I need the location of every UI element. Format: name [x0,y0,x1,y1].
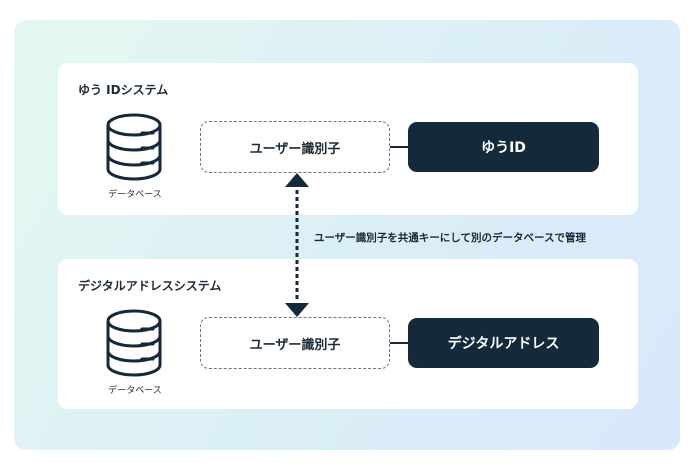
user-identifier-box: ユーザー識別子 [200,121,390,173]
digital-address-system-panel: デジタルアドレスシステム データベース ユーザー識別子 デジタルアドレス [58,259,638,409]
database-icon [106,113,162,181]
digital-address-box: デジタルアドレス [408,318,599,368]
yu-id-box: ゆうID [408,122,599,172]
connector-line [390,342,408,344]
connector-line [390,146,408,148]
database-label: データベース [108,190,162,200]
database-icon [106,309,162,377]
double-arrow-icon [285,173,309,317]
shared-key-annotation: ユーザー識別子を共通キーにして別のデータベースで管理 [314,232,586,244]
yu-id-system-title: ゆう IDシステム [78,83,169,97]
database-label: データベース [108,386,162,396]
user-identifier-box: ユーザー識別子 [200,317,390,369]
digital-address-system-title: デジタルアドレスシステム [78,279,222,293]
yu-id-system-panel: ゆう IDシステム データベース ユーザー識別子 ゆうID [58,63,638,215]
